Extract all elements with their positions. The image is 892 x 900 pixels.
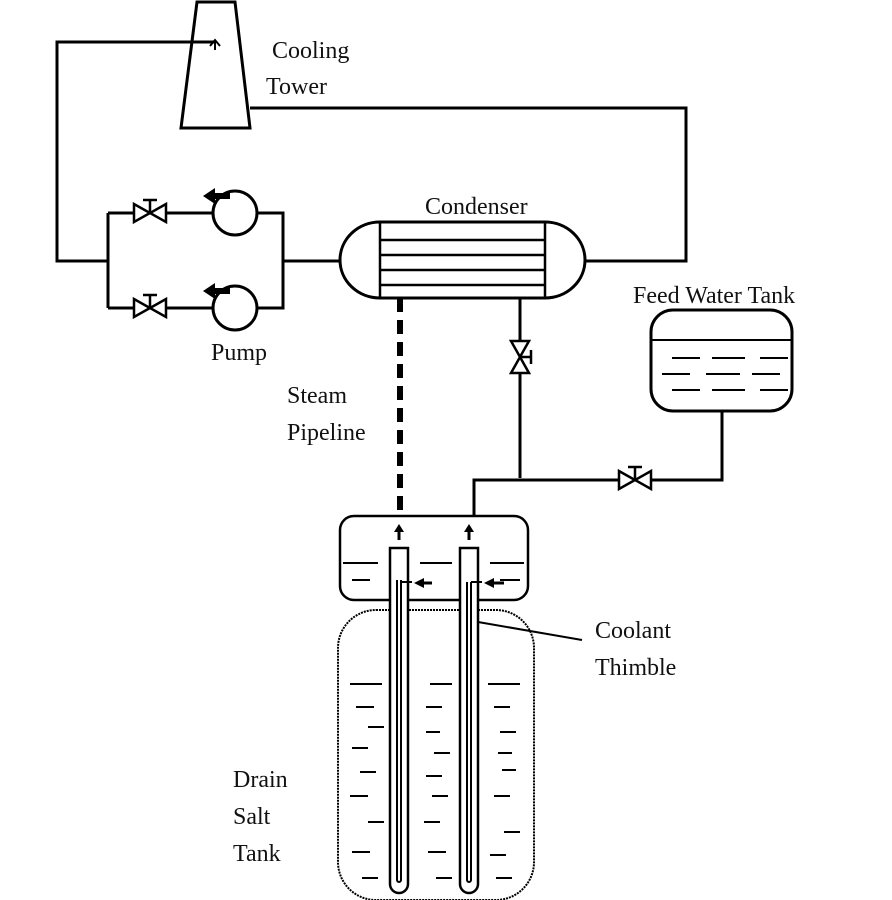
valve-feed-water [617,465,653,492]
steam-drum [338,514,530,602]
label-steam-pipeline-1: Steam [287,383,347,409]
condenser [338,220,587,300]
label-cooling-tower-2: Tower [266,74,327,100]
valve-condensate [508,339,533,375]
cooling-tower [179,0,252,130]
label-pump: Pump [211,340,267,366]
drain-salt-tank [337,609,535,900]
coolant-thimble-left [388,524,432,895]
coolant-thimble-leader [477,621,583,641]
pump-upper [203,188,259,237]
label-drain-salt-tank-1: Drain [233,767,288,793]
condensate-line [472,298,724,520]
label-drain-salt-tank-2: Salt [233,804,271,830]
label-coolant-thimble-1: Coolant [595,618,671,644]
label-drain-salt-tank-3: Tank [233,841,281,867]
label-cooling-tower-1: Cooling [272,38,349,64]
valve-lower-pump [132,293,168,320]
valve-upper-pump [132,198,168,225]
label-condenser: Condenser [425,194,528,220]
label-steam-pipeline-2: Pipeline [287,420,366,446]
label-coolant-thimble-2: Thimble [595,655,676,681]
coolant-thimble-right [458,524,504,895]
label-feed-water-tank: Feed Water Tank [633,283,795,309]
pump-lower [203,283,259,332]
feed-water-tank [649,308,794,413]
